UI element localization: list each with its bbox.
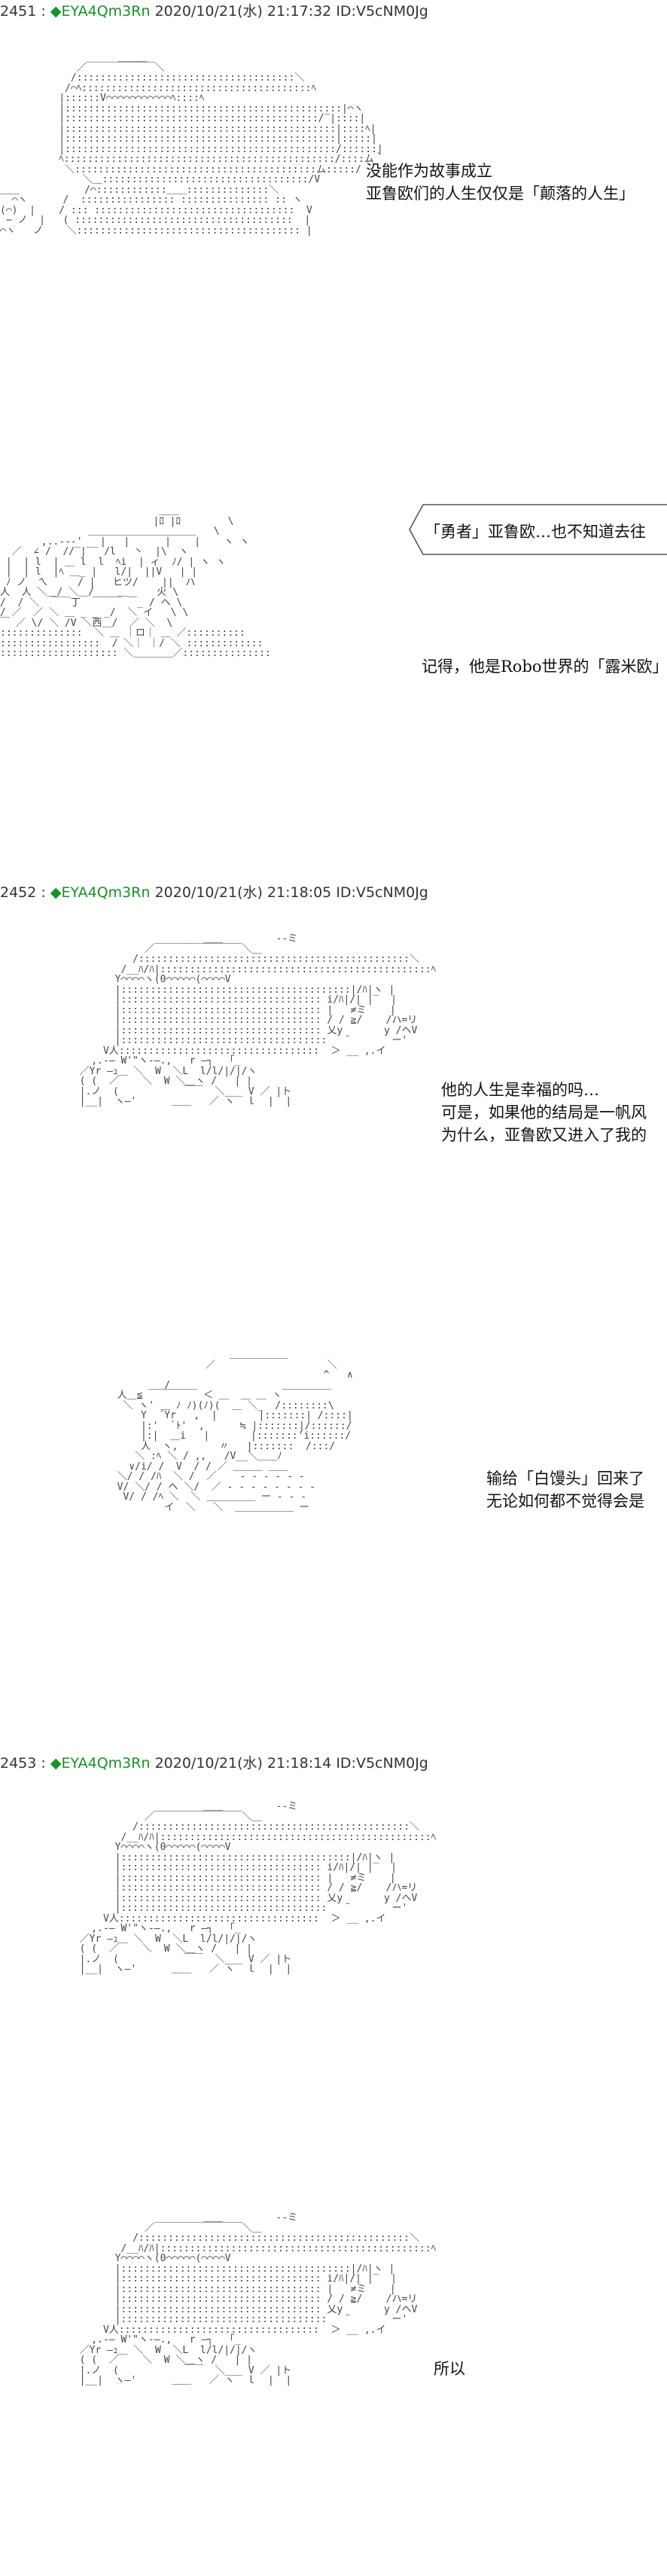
ascii-art-character: ＿＿ --ミ ／￣￣￣￣￣￣￣￣￣＼＿ /:::::::::::::::::::… <box>79 2212 437 2386</box>
narration: 记得，他是Robo世界的「露米欧」创 <box>422 655 667 678</box>
post-header: 2451 : ◆EYA4Qm3Rn 2020/10/21(水) 21:17:32… <box>0 0 428 20</box>
ascii-art-character: ＿＿＿ ／￣￣￣￣￣￣￣＼ /:::::::::::::::::::::::::… <box>0 52 384 237</box>
trip-diamond-icon: ◆ <box>50 884 62 901</box>
post-number: 2452 <box>0 884 37 901</box>
narration-line: 亚鲁欧们的人生仅仅是「颠落的人生」 <box>366 185 635 203</box>
post-id[interactable]: ID:V5cNM0Jg <box>336 3 428 20</box>
speech-bubble <box>409 504 667 555</box>
trip-diamond-icon: ◆ <box>50 3 62 20</box>
separator: : <box>41 884 46 901</box>
ascii-art-character: ＿＿ |ﾛ |ﾛ \ ＿＿＿＿＿＿＿＿＿＿＿ \ ,..---' | | | |… <box>0 505 271 659</box>
post-id[interactable]: ID:V5cNM0Jg <box>336 884 428 901</box>
post-number: 2453 <box>0 1755 37 1772</box>
narration: 没能作为故事成立 亚鲁欧们的人生仅仅是「颠落的人生」 <box>366 160 635 205</box>
trip-diamond-icon: ◆ <box>50 1755 62 1772</box>
poster-name[interactable]: EYA4Qm3Rn <box>61 1755 151 1772</box>
ascii-art-character: ＿＿＿＿＿＿ ／ ＼ ^ ∧ / ＿＿＿＿＿ 人＿≦ ￣￣￣￣￣ ＜ ＿ ＿ ＿… <box>117 1349 353 1513</box>
narration-line: 无论如何都不觉得会是 <box>486 1492 644 1510</box>
post-datetime: 2020/10/21(水) 21:17:32 <box>154 3 332 20</box>
narration-line: 输给「白馒头」回来了 <box>486 1470 644 1488</box>
post-datetime: 2020/10/21(水) 21:18:14 <box>154 1755 332 1772</box>
poster-name[interactable]: EYA4Qm3Rn <box>61 3 151 20</box>
ascii-art-character: ＿＿ --ミ ／￣￣￣￣￣￣￣￣￣＼＿ /:::::::::::::::::::… <box>79 1801 437 1975</box>
narration-line: 所以 <box>434 2360 465 2378</box>
separator: : <box>41 3 46 20</box>
post-id[interactable]: ID:V5cNM0Jg <box>336 1755 428 1772</box>
narration: 所以 <box>434 2358 465 2380</box>
narration-line: 他的人生是幸福的吗… <box>441 1081 599 1099</box>
speech-bubble-text: 「勇者」亚鲁欧…也不知道去往 <box>425 523 646 541</box>
poster-name[interactable]: EYA4Qm3Rn <box>61 884 151 901</box>
narration: 输给「白馒头」回来了 无论如何都不觉得会是 <box>486 1467 644 1512</box>
narration-line: 为什么，亚鲁欧又进入了我的 <box>441 1126 647 1144</box>
narration-line: 可是，如果他的结局是一帆风 <box>441 1103 647 1122</box>
narration-line: 记得，他是Robo世界的「露米欧」创 <box>422 658 667 676</box>
post-number: 2451 <box>0 3 37 20</box>
post-datetime: 2020/10/21(水) 21:18:05 <box>154 884 332 901</box>
narration: 他的人生是幸福的吗… 可是，如果他的结局是一帆风 为什么，亚鲁欧又进入了我的 <box>441 1079 647 1146</box>
narration-line: 没能作为故事成立 <box>366 162 492 180</box>
separator: : <box>41 1755 46 1772</box>
ascii-art-character: ＿＿ --ミ ／￣￣￣￣￣￣￣￣￣＼＿ /:::::::::::::::::::… <box>79 933 437 1107</box>
post-header: 2453 : ◆EYA4Qm3Rn 2020/10/21(水) 21:18:14… <box>0 1752 428 1772</box>
post-header: 2452 : ◆EYA4Qm3Rn 2020/10/21(水) 21:18:05… <box>0 881 428 902</box>
